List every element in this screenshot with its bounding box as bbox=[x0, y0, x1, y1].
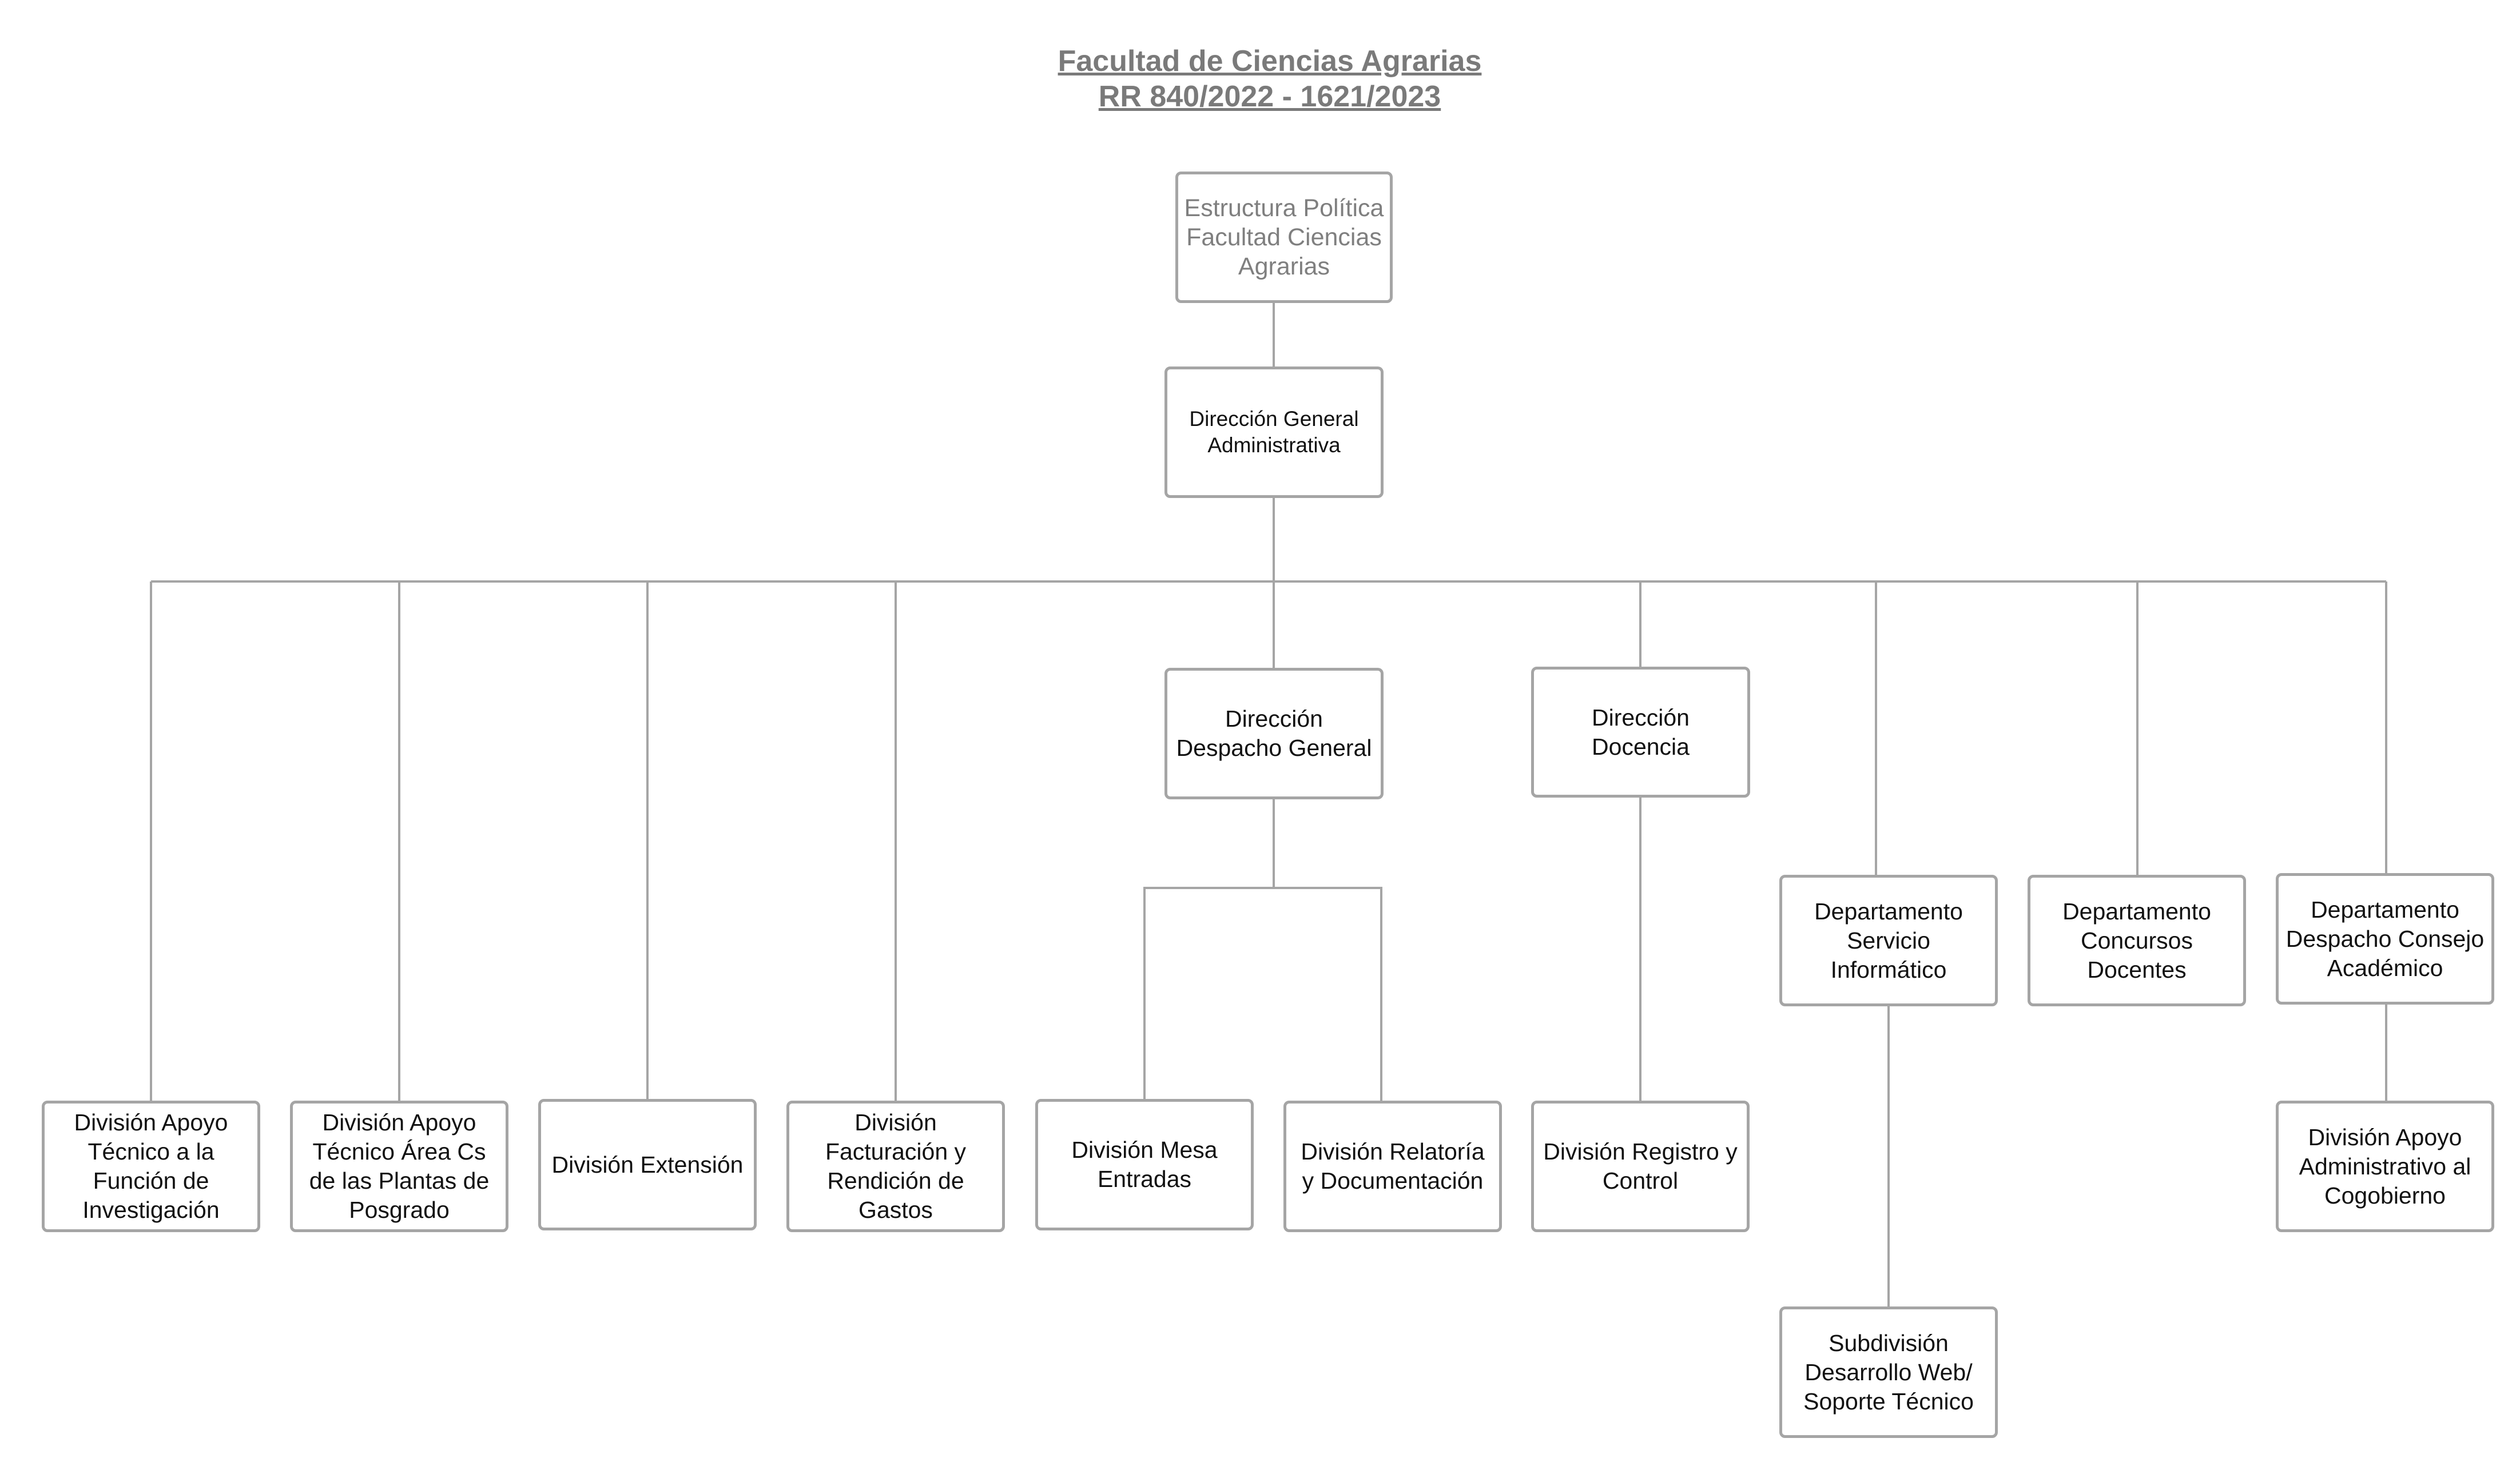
node-departamento-despacho-consejo: Departamento Despacho Consejo Académico bbox=[2276, 873, 2494, 1005]
diagram-subtitle: RR 840/2022 - 1621/2023 bbox=[1098, 80, 1441, 113]
node-departamento-concursos-docentes: Departamento Concursos Docentes bbox=[2028, 875, 2246, 1006]
node-division-apoyo-posgrado: División Apoyo Técnico Área Cs de las Pl… bbox=[290, 1101, 508, 1232]
node-subdivision-desarrollo-web: Subdivisión Desarrollo Web/ Soporte Técn… bbox=[1779, 1306, 1998, 1438]
node-estructura-politica: Estructura Política Facultad Ciencias Ag… bbox=[1175, 172, 1393, 303]
node-direccion-general-administrativa: Dirección General Administrativa bbox=[1164, 366, 1384, 498]
node-direccion-despacho-general: Dirección Despacho General bbox=[1164, 668, 1384, 799]
node-division-facturacion: División Facturación y Rendición de Gast… bbox=[786, 1101, 1005, 1232]
node-division-apoyo-cogobierno: División Apoyo Administrativo al Cogobie… bbox=[2276, 1101, 2494, 1232]
diagram-title: Facultad de Ciencias Agrarias bbox=[1058, 45, 1482, 78]
node-division-extension: División Extensión bbox=[538, 1099, 757, 1230]
node-division-mesa-entradas: División Mesa Entradas bbox=[1035, 1099, 1254, 1230]
node-division-relatoria: División Relatoría y Documentación bbox=[1283, 1101, 1502, 1232]
node-departamento-servicio-informatico: Departamento Servicio Informático bbox=[1779, 875, 1998, 1006]
node-direccion-docencia: Dirección Docencia bbox=[1531, 667, 1750, 798]
node-division-registro-control: División Registro y Control bbox=[1531, 1101, 1750, 1232]
node-division-apoyo-investigacion: División Apoyo Técnico a la Función de I… bbox=[42, 1101, 260, 1232]
